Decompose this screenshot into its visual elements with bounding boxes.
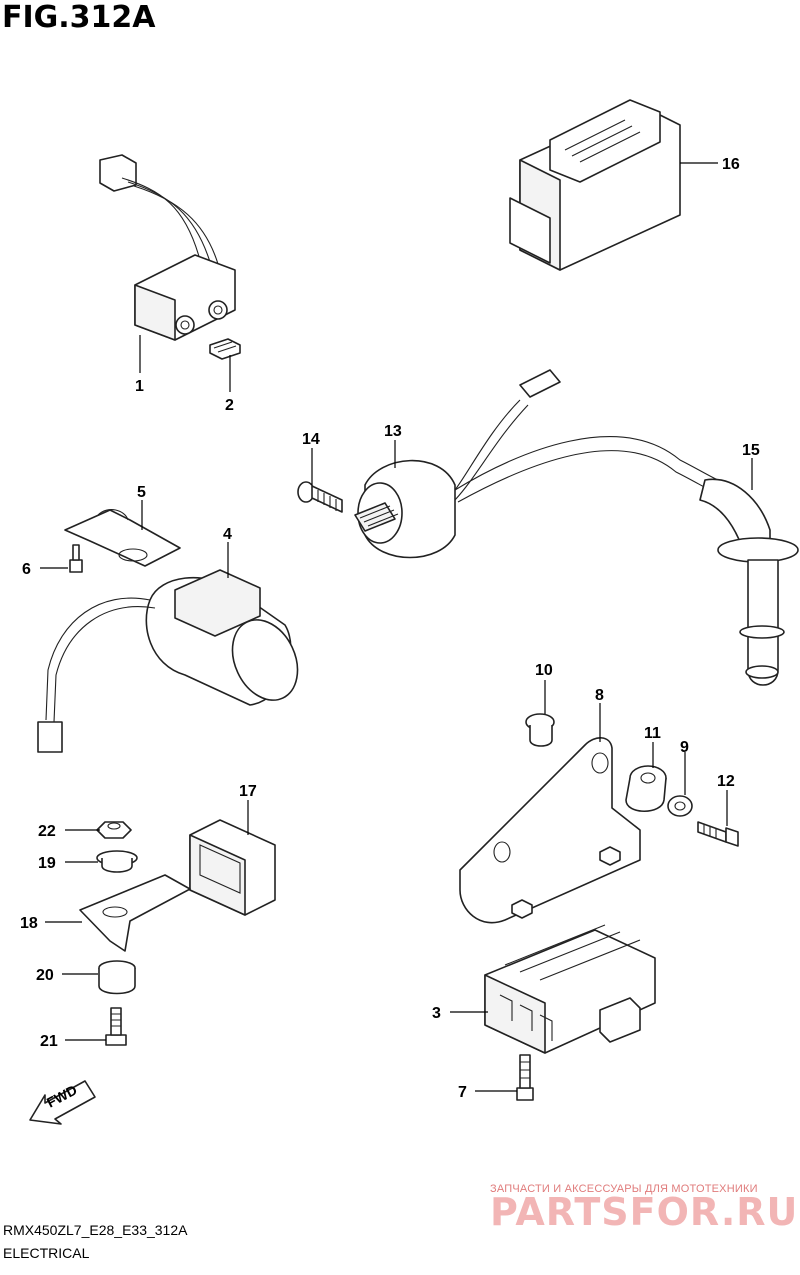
- part-16-ecm[interactable]: [509, 99, 681, 271]
- callout-15: 15: [742, 442, 760, 459]
- callout-9: 9: [680, 739, 689, 756]
- part-13-ignition-coil[interactable]: [354, 369, 731, 559]
- callout-18: 18: [20, 915, 38, 932]
- part-3-regulator[interactable]: [484, 924, 656, 1054]
- footer-section-name: ELECTRICAL: [3, 1245, 90, 1261]
- part-2-screw[interactable]: [209, 338, 241, 360]
- part-18-bracket[interactable]: [79, 874, 191, 952]
- callout-13: 13: [384, 423, 402, 440]
- part-11-spacer[interactable]: [625, 765, 667, 812]
- callout-4: 4: [223, 526, 232, 543]
- part-6-bolt[interactable]: [69, 544, 83, 573]
- part-9-washer[interactable]: [667, 795, 693, 817]
- callout-11: 11: [644, 725, 661, 742]
- callout-21: 21: [40, 1033, 58, 1050]
- part-19-washer[interactable]: [96, 850, 138, 873]
- callout-20: 20: [36, 967, 54, 984]
- part-7-bolt[interactable]: [516, 1054, 534, 1101]
- part-14-bolt[interactable]: [297, 481, 343, 513]
- part-21-bolt[interactable]: [105, 1007, 127, 1046]
- fwd-direction-arrow: FWD: [29, 1080, 96, 1125]
- callout-22: 22: [38, 823, 56, 840]
- callout-19: 19: [38, 855, 56, 872]
- part-10-cap[interactable]: [525, 713, 555, 747]
- part-1-starter-relay[interactable]: [99, 154, 236, 341]
- part-15-plug-cap[interactable]: [699, 478, 799, 686]
- watermark-brand: PARTSFOR.RU: [490, 1190, 799, 1234]
- callout-labels: 1 2 3 4 5 6 7 8 9 10 11 12 13 14 15 16 1…: [20, 156, 760, 1101]
- callout-16: 16: [722, 156, 740, 173]
- callout-7: 7: [458, 1084, 467, 1101]
- callout-5: 5: [137, 484, 146, 501]
- part-17-relay[interactable]: [189, 819, 276, 916]
- footer-model-code: RMX450ZL7_E28_E33_312A: [3, 1222, 188, 1238]
- watermark-subtitle: ЗАПЧАСТИ И АКСЕССУАРЫ ДЛЯ МОТОТЕХНИКИ: [490, 1183, 758, 1195]
- callout-2: 2: [225, 397, 234, 414]
- callout-3: 3: [432, 1005, 441, 1022]
- part-22-nut[interactable]: [96, 821, 132, 839]
- figure-title: FIG.312A: [2, 0, 156, 35]
- part-4-capacitor[interactable]: [37, 569, 310, 753]
- callout-17: 17: [239, 783, 257, 800]
- part-5-bracket[interactable]: [64, 509, 181, 567]
- callout-8: 8: [595, 687, 604, 704]
- callout-14: 14: [302, 431, 320, 448]
- part-8-bracket[interactable]: [459, 737, 641, 924]
- callout-6: 6: [22, 561, 31, 578]
- leader-lines: [40, 162, 753, 1092]
- callout-1: 1: [135, 378, 144, 395]
- callout-12: 12: [717, 773, 735, 790]
- part-20-grommet[interactable]: [98, 960, 136, 995]
- callout-10: 10: [535, 662, 553, 679]
- part-12-bolt[interactable]: [697, 821, 739, 847]
